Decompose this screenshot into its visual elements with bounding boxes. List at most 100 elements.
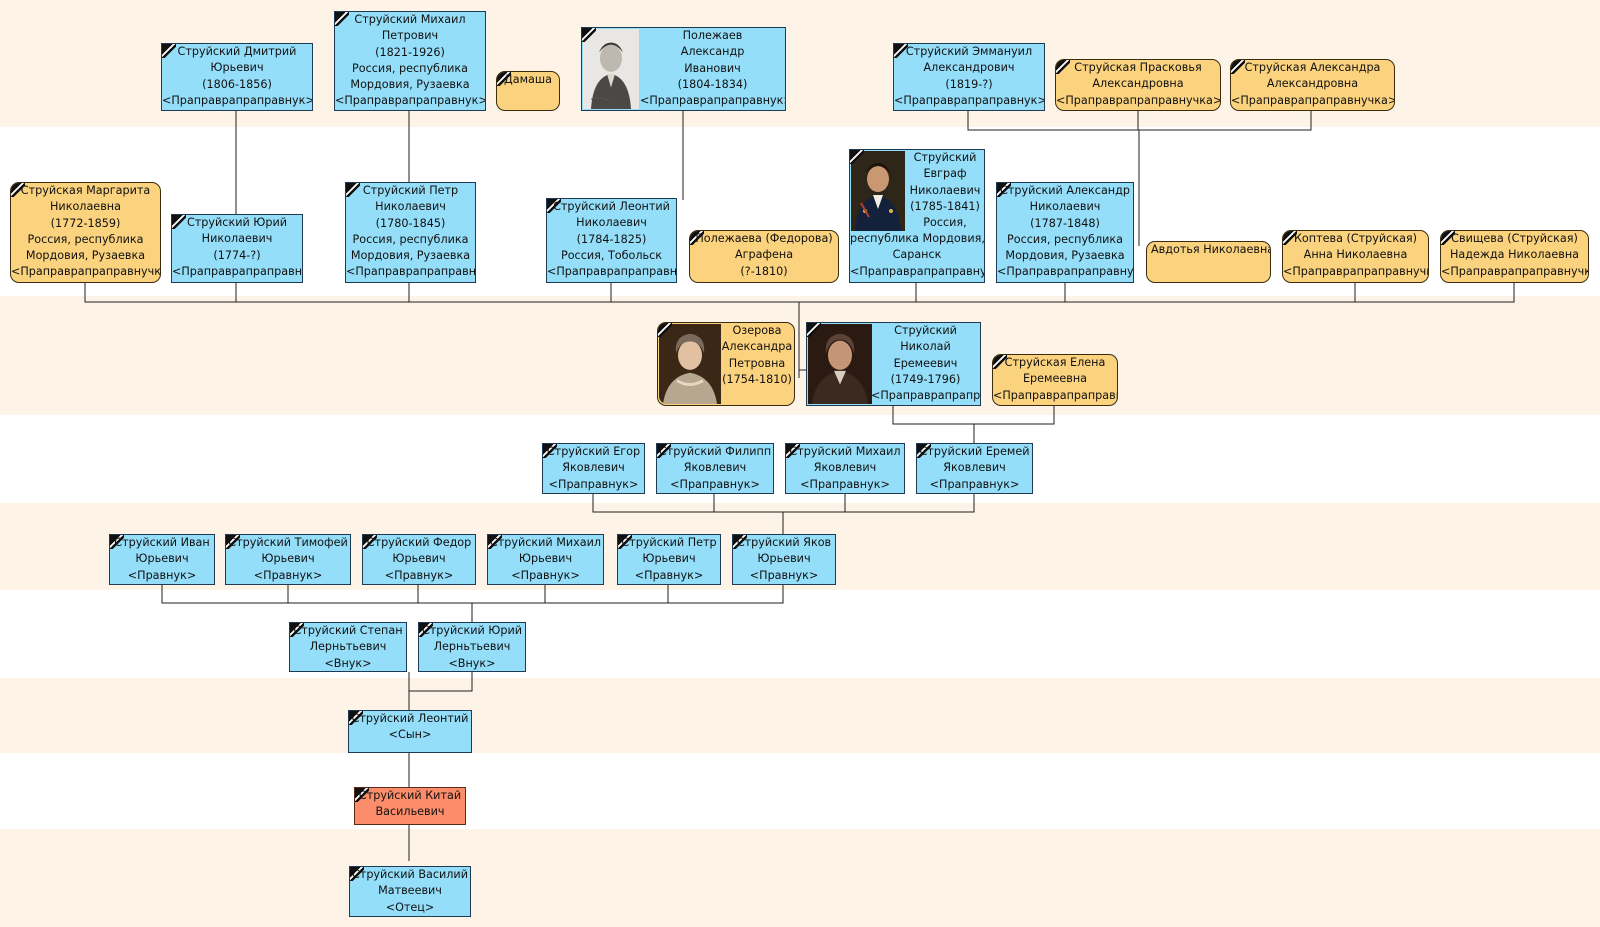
person-name-line: Струйский Тимофей bbox=[228, 536, 348, 549]
person-name-line: Александра bbox=[721, 340, 793, 354]
person-name-line: Николаевич bbox=[201, 232, 273, 246]
person-name-line: Коптева (Струйская) bbox=[1293, 232, 1418, 245]
person-name-line: Полежаева (Федорова) bbox=[695, 232, 833, 245]
person-dates: (1785-1841) bbox=[910, 199, 980, 213]
deceased-marker-icon bbox=[1056, 60, 1070, 74]
deceased-marker-icon bbox=[993, 355, 1007, 369]
person-relation: <Праправнук> bbox=[548, 477, 639, 491]
person-relation: <Правнук> bbox=[749, 568, 819, 582]
deceased-marker-icon bbox=[488, 535, 502, 549]
person-card-damasha[interactable]: Дамаша bbox=[496, 71, 560, 111]
person-name-line: Струйский Филипп bbox=[658, 445, 772, 458]
person-card-leonty-son[interactable]: Струйский Леонтий<Сын> bbox=[348, 710, 472, 753]
person-name-line: Полежаев bbox=[682, 29, 743, 42]
deceased-marker-icon bbox=[850, 150, 864, 164]
connector-line bbox=[161, 585, 784, 622]
generation-band bbox=[0, 678, 1600, 753]
person-relation: <Праправрапраправнук> bbox=[850, 264, 984, 278]
person-name-line: Николаевич bbox=[909, 183, 981, 197]
person-dates: (1821-1926) bbox=[375, 45, 445, 59]
person-relation: <Праправрапраправнук> bbox=[997, 265, 1134, 279]
person-place: Саранск bbox=[892, 248, 942, 262]
person-name-line: Авдотья Николаевна bbox=[1151, 243, 1271, 256]
person-card-agrafena[interactable]: Полежаева (Федорова)Аграфена(?-1810) bbox=[689, 230, 839, 283]
person-dates: (1774-?) bbox=[213, 248, 261, 262]
person-card-avdotya[interactable]: Авдотья Николаевна bbox=[1146, 241, 1271, 283]
person-place: Россия, Тобольск bbox=[560, 248, 663, 262]
deceased-marker-icon bbox=[997, 183, 1011, 197]
person-relation: <Праправрапраправнук> bbox=[547, 265, 677, 279]
person-relation: <Праправрапраправнук> bbox=[894, 93, 1045, 107]
deceased-marker-icon bbox=[1231, 60, 1245, 74]
person-relation: <Праправрапраправнук> bbox=[871, 389, 981, 403]
deceased-marker-icon bbox=[786, 444, 800, 458]
person-relation: <Праправнук> bbox=[670, 477, 760, 491]
portrait-photo bbox=[851, 151, 905, 231]
person-dates: (1806-1856) bbox=[202, 77, 272, 91]
deceased-marker-icon bbox=[543, 444, 557, 458]
person-name-line: Струйский Александр bbox=[1000, 184, 1130, 197]
person-name-line: Юрьевич bbox=[392, 552, 446, 566]
person-place: Россия, республика bbox=[1006, 232, 1123, 246]
person-relation: <Праправрапраправнук> bbox=[335, 94, 486, 108]
deceased-marker-icon bbox=[162, 44, 176, 58]
person-name-line: Александровна bbox=[1092, 77, 1184, 91]
person-relation: <Праправрапраправнучка> bbox=[1441, 264, 1588, 278]
deceased-marker-icon bbox=[618, 535, 632, 549]
person-name-line: Струйский Леонтий bbox=[351, 712, 469, 725]
person-name-line: Николаевич bbox=[1029, 200, 1101, 214]
person-name-line: Еремеевна bbox=[1022, 372, 1088, 386]
deceased-marker-icon bbox=[11, 183, 25, 197]
person-card-svishcheva[interactable]: Свищева (Струйская)Надежда Николаевна<Пр… bbox=[1440, 230, 1589, 283]
person-name-line: Николаевна bbox=[50, 200, 121, 214]
deceased-marker-icon bbox=[172, 215, 186, 229]
deceased-marker-icon bbox=[1441, 231, 1455, 245]
deceased-marker-icon bbox=[657, 444, 671, 458]
person-name-line: Струйский Василий bbox=[352, 868, 468, 881]
person-relation: <Праправрапраправнук> bbox=[172, 264, 303, 278]
person-dates: (1780-1845) bbox=[375, 216, 446, 230]
person-name-line: Александровна bbox=[1266, 77, 1359, 91]
connector-line bbox=[892, 406, 1055, 443]
portrait-photo bbox=[583, 29, 639, 109]
deceased-marker-icon bbox=[419, 623, 433, 637]
person-card-kopteva[interactable]: Коптева (Струйская)Анна Николаевна<Прапр… bbox=[1282, 230, 1429, 283]
deceased-marker-icon bbox=[363, 535, 377, 549]
person-place: Россия, республика bbox=[27, 232, 144, 246]
person-relation: <Праправрапраправнучка> bbox=[1283, 264, 1428, 278]
person-name-line: Еремеевич bbox=[893, 356, 958, 370]
person-name-line: Матвеевич bbox=[378, 884, 442, 898]
person-place: Мордовия, Рузаевка bbox=[350, 78, 470, 92]
person-dates: (1749-1796) bbox=[890, 372, 961, 386]
